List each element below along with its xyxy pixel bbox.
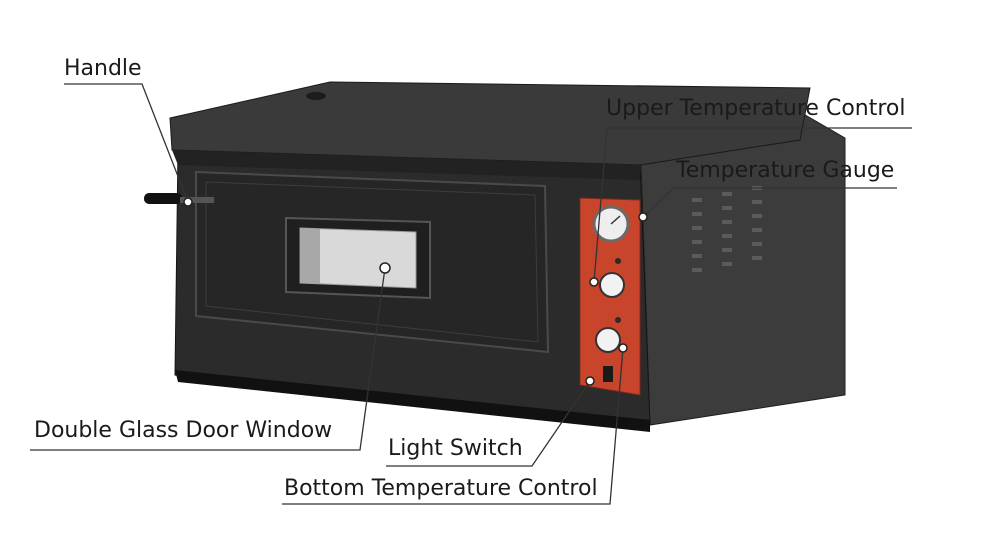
marker-window bbox=[379, 262, 391, 274]
oven-top-lid bbox=[169, 81, 811, 166]
label-light-switch: Light Switch bbox=[388, 436, 523, 461]
marker-bottom bbox=[618, 343, 628, 353]
leader-bottom bbox=[282, 347, 624, 505]
top-vent bbox=[306, 92, 326, 100]
label-handle: Handle bbox=[64, 56, 142, 81]
marker-light bbox=[585, 376, 595, 386]
label-double-glass-door-window: Double Glass Door Window bbox=[34, 418, 333, 443]
marker-upper bbox=[589, 277, 599, 287]
light-switch-body bbox=[603, 366, 613, 382]
bottom-temperature-knob bbox=[595, 327, 621, 353]
handle-bar bbox=[180, 197, 214, 203]
label-upper-temperature-control: Upper Temperature Control bbox=[606, 96, 906, 121]
leader-handle bbox=[64, 83, 189, 203]
oven-door-inner bbox=[205, 181, 539, 343]
leader-gauge bbox=[642, 187, 897, 218]
oven-base bbox=[175, 370, 650, 432]
leader-lines bbox=[30, 83, 912, 505]
label-temperature-gauge: Temperature Gauge bbox=[676, 158, 895, 183]
callout-markers bbox=[183, 197, 648, 386]
marker-gauge bbox=[638, 212, 648, 222]
leader-upper bbox=[593, 127, 912, 283]
leader-light bbox=[386, 380, 591, 467]
marker-handle bbox=[183, 197, 193, 207]
oven-top-lid-front bbox=[172, 150, 640, 180]
label-bottom-temperature-control: Bottom Temperature Control bbox=[284, 476, 598, 501]
side-vents bbox=[692, 186, 762, 272]
leader-window bbox=[30, 267, 386, 451]
handle-grip bbox=[144, 193, 182, 204]
upper-temperature-knob bbox=[599, 272, 625, 298]
